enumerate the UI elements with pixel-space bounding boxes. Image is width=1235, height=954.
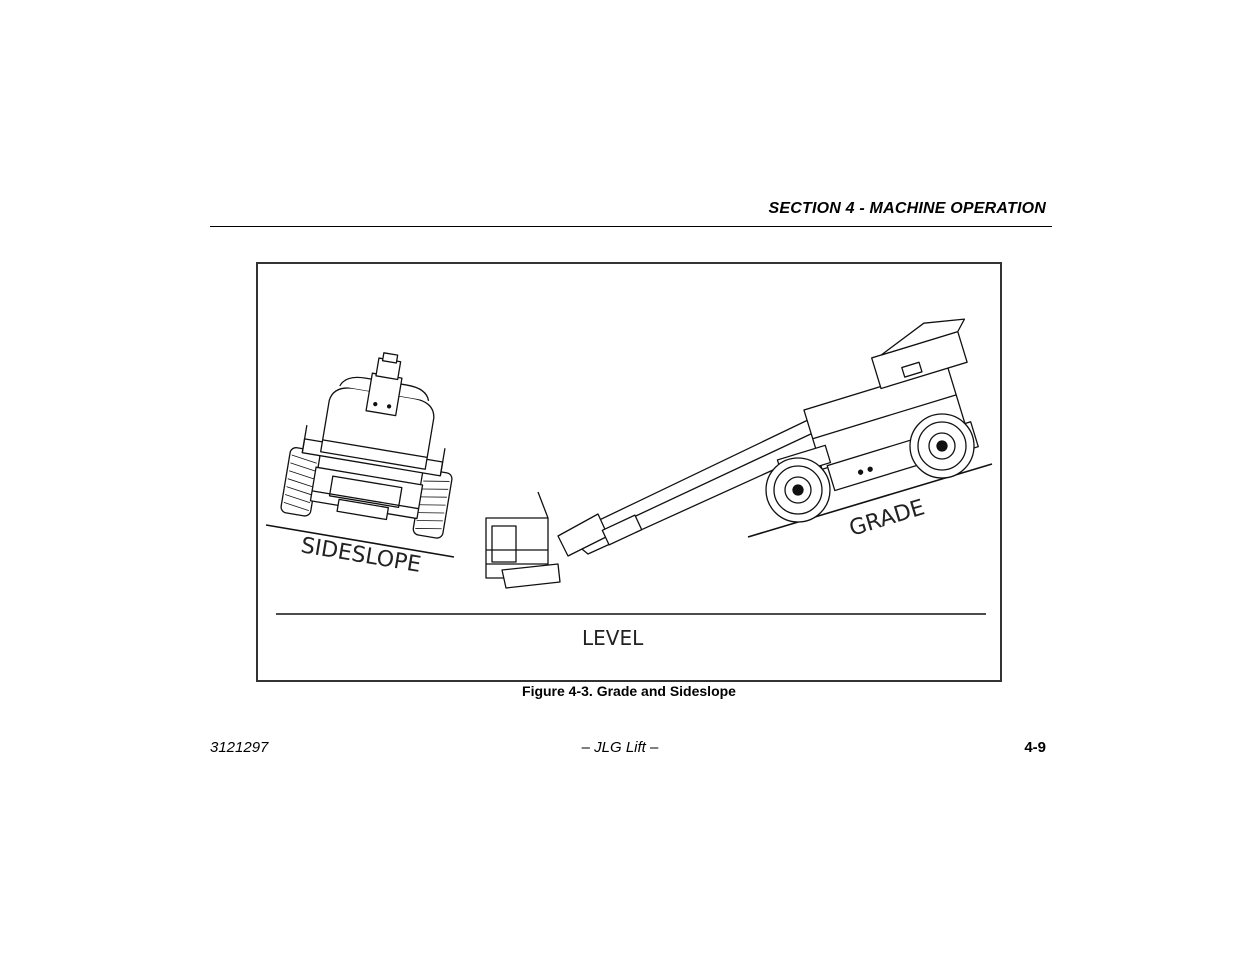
footer-brand: – JLG Lift – xyxy=(581,739,659,756)
rear-wheel xyxy=(765,457,831,523)
doc-number: 3121297 xyxy=(210,739,269,756)
header-divider xyxy=(210,226,1052,227)
figure-caption: Figure 4-3. Grade and Sideslope xyxy=(522,683,736,699)
sideslope-machine: SIDESLOPE xyxy=(265,352,455,578)
level-label: LEVEL xyxy=(582,626,644,650)
front-wheel xyxy=(909,413,975,479)
platform-basket xyxy=(485,491,561,589)
figure-frame: SIDESLOPE xyxy=(256,262,1002,682)
page-number: 4-9 xyxy=(1024,739,1046,756)
grade-label: GRADE xyxy=(846,495,927,542)
grade-sideslope-illustration: SIDESLOPE xyxy=(265,318,993,650)
grade-machine: GRADE xyxy=(485,318,993,589)
section-title: SECTION 4 - MACHINE OPERATION xyxy=(768,200,1046,217)
sideslope-label: SIDESLOPE xyxy=(299,533,423,578)
